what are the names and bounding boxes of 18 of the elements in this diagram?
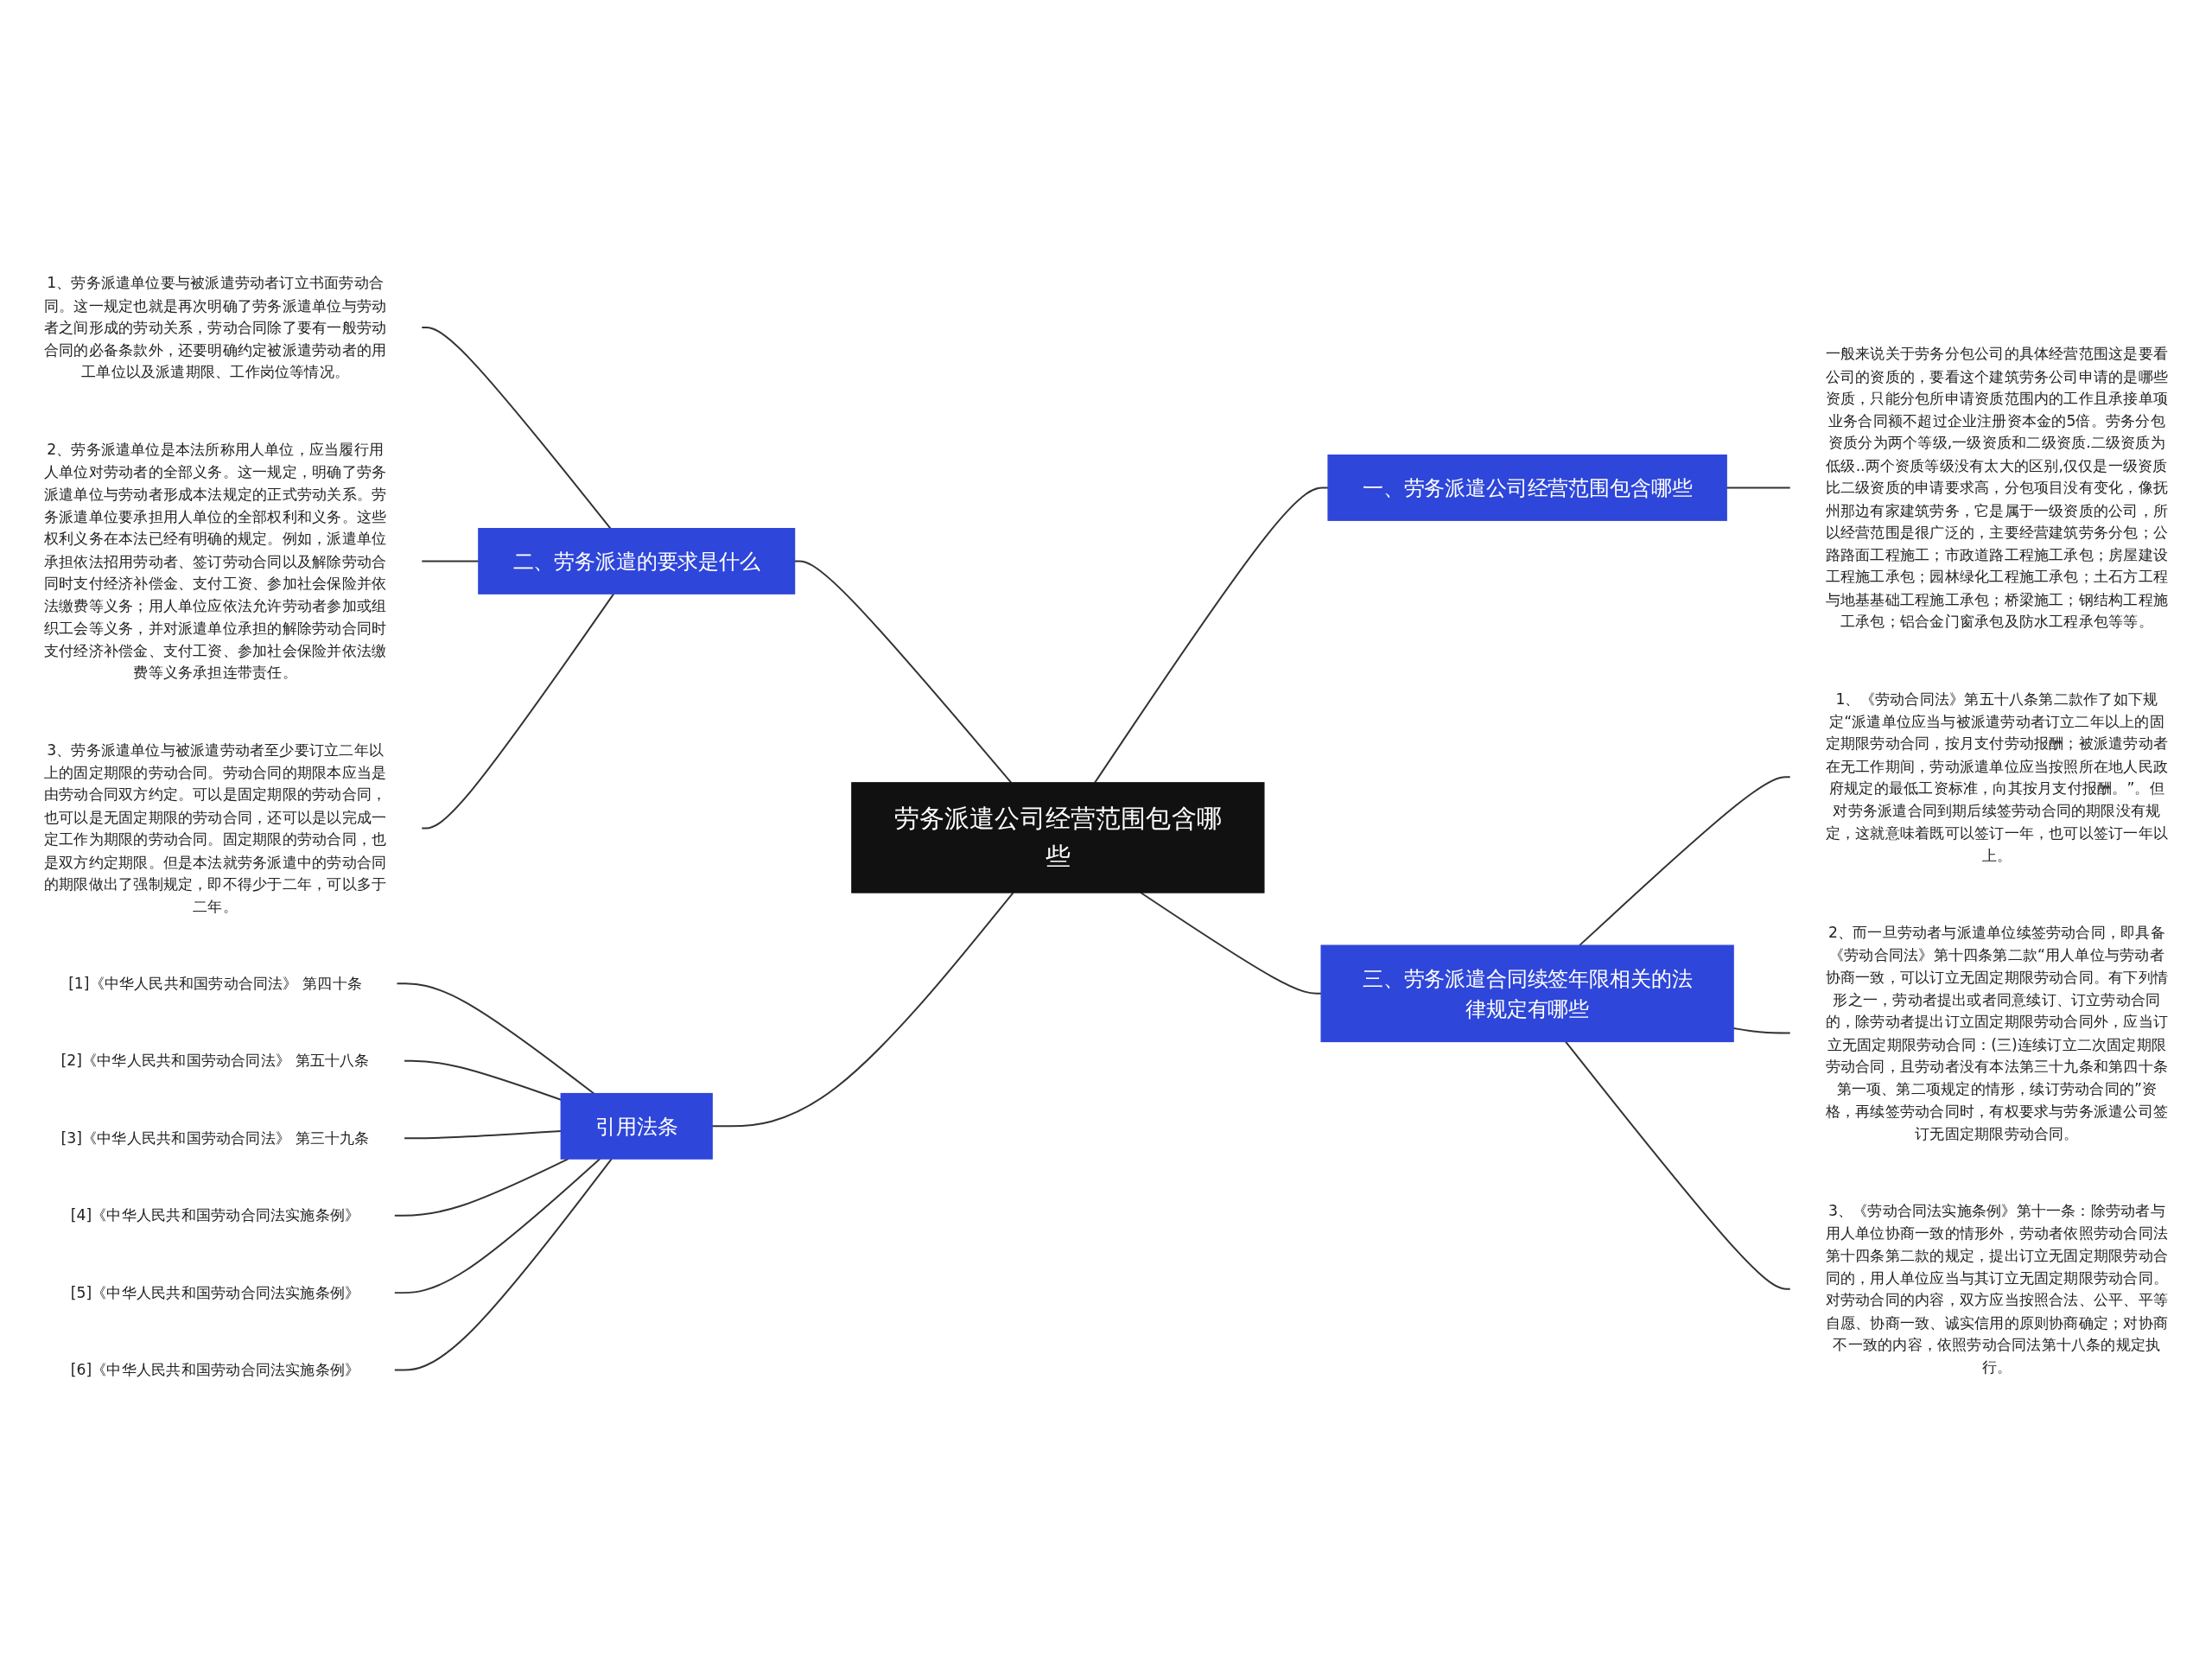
node-text: 1、劳务派遣单位要与被派遣劳动者订立书面劳动合同。这一规定也就是再次明确了劳务派遣单位与劳动者之间形成的劳动关系，劳动合同除了要有一般劳动合同的必备条款外，还要明确约定被派遣劳动者的用工单位以及派遣期限、工作岗位等情况。 <box>44 274 387 381</box>
node-text: [4]《中华人民共和国劳动合同法实施条例》 <box>70 1206 360 1224</box>
node-text: [5]《中华人民共和国劳动合同法实施条例》 <box>70 1283 360 1301</box>
node-text: 2、而一旦劳动者与派遣单位续签劳动合同，即具备《劳动合同法》第十四条第二款“用人单位与劳动者协商一致，可以订立无固定期限劳动合同。有下列情形之一，劳动者提出或者同意续订、订立劳动合同的，除劳动者提出订立固定期限劳动合同外，应当订立无固定期限劳动合同：(三)连续订立二次固定期限劳动合同，且劳动者没有本法第三十九条和第四十条第一项、第二项规定的情形，续订劳动合同的”资格，再续签劳动合同时，有权要求与劳务派遣公司签订无固定期限劳动合同。 <box>1825 923 2168 1142</box>
node-text: 3、《劳动合同法实施条例》第十一条：除劳动者与用人单位协商一致的情形外，劳动者依照劳动合同法第十四条第二款的规定，提出订立无固定期限劳动合同的，用人单位应当与其订立无固定期限劳动合同。对劳动合同的内容，双方应当按照合法、公平、平等自愿、协商一致、诚实信用的原则协商确定；对协商不一致的内容，依照劳动合同法第十八条的规定执行。 <box>1825 1201 2168 1376</box>
node-text: 2、劳务派遣单位是本法所称用人单位，应当履行用人单位对劳动者的全部义务。这一规定，明确了劳务派遣单位与劳动者形成本法规定的正式劳动关系。劳务派遣单位要承担用人单位的全部权利和义务。这些权利义务在本法已经有明确的规定。例如，派遣单位承担依法招用劳动者、签订劳动合同以及解除劳动合同时支付经济补偿金、支付工资、参加社会保险并依法缴费等义务；用人单位应依法允许劳动者参加或组织工会等义务，并对派遣单位承担的解除劳动合同时支付经济补偿金、支付工资、参加社会保险并依法缴费等义务承担连带责任。 <box>44 440 387 682</box>
node-text: 3、劳务派遣单位与被派遣劳动者至少要订立二年以上的固定期限的劳动合同。劳动合同的期限本应当是由劳动合同双方约定。可以是固定期限的劳动合同，也可以是无固定期限的劳动合同，还可以是以完成一定工作为期限的劳动合同。固定期限的劳动合同，也是双方约定期限。但是本法就劳务派遣中的劳动合同的期限做出了强制规定，即不得少于二年，可以多于二年。 <box>44 741 387 915</box>
node-box: 一、劳务派遣公司经营范围包含哪些 <box>1327 455 1727 521</box>
node-text: [3]《中华人民共和国劳动合同法》 第三十九条 <box>60 1128 370 1147</box>
node-box: 二、劳务派遣的要求是什么 <box>478 528 796 594</box>
node-box: 劳务派遣公司经营范围包含哪些 <box>851 782 1265 893</box>
node-text: 一般来说关于劳务分包公司的具体经营范围这是要看公司的资质的，要看这个建筑劳务公司申请的是哪些资质，只能分包所申请资质范围内的工作且承接单项业务合同额不超过企业注册资本金的5倍。劳务分包资质分为两个等级,一级资质和二级资质.二级资质为低级..两个资质等级没有太大的区别,仅仅是一级资质比二级资质的申请要求高，分包项目没有变化，像抚州那边有家建筑劳务，它是属于一级资质的公司，所以经营范围是很广泛的，主要经营建筑劳务分包；公路路面工程施工；市政道路工程施工承包；房屋建设工程施工承包；园林绿化工程施工承包；土石方工程与地基基础工程施工承包；桥梁施工；钢结构工程施工承包；铝合金门窗承包及防水工程承包等等。 <box>1825 345 2168 631</box>
node-box: 三、劳务派遣合同续签年限相关的法律规定有哪些 <box>1320 944 1734 1043</box>
node-text: 1、《劳动合同法》第五十八条第二款作了如下规定“派遣单位应当与被派遣劳动者订立二年以上的固定期限劳动合同，按月支付劳动报酬；被派遣劳动者在无工作期间，劳动派遣单位应当按照所在地人民政府规定的最低工资标准，向其按月支付报酬。”。但对劳务派遣合同到期后续签劳动合同的期限没有规定，这就意味着既可以签订一年，也可以签订一年以上。 <box>1825 690 2168 864</box>
node-box: 引用法条 <box>560 1092 713 1160</box>
node-text: [2]《中华人民共和国劳动合同法》 第五十八条 <box>60 1052 370 1070</box>
node-text: [6]《中华人民共和国劳动合同法实施条例》 <box>70 1361 360 1379</box>
node-text: [1]《中华人民共和国劳动合同法》 第四十条 <box>68 975 363 992</box>
